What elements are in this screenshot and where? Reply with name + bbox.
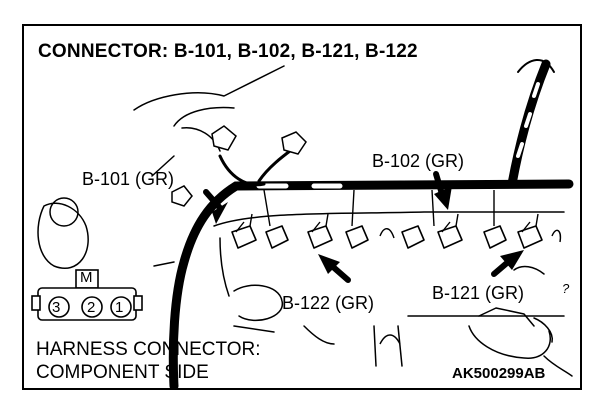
label-b121: B-121 (GR) — [432, 283, 525, 303]
label-b101: B-101 (GR) — [82, 169, 175, 189]
label-b102: B-102 (GR) — [372, 151, 465, 171]
label-b122: B-122 (GR) — [282, 293, 375, 313]
connector-key-label: M — [80, 269, 93, 286]
question-mark: ? — [562, 281, 570, 296]
harness-caption-line1: HARNESS CONNECTOR: — [36, 339, 261, 360]
diagram-title: CONNECTOR: B-101, B-102, B-121, B-122 — [38, 41, 418, 62]
pin-label: 2 — [87, 299, 96, 316]
engine-bay-illustration — [31, 59, 574, 388]
pin-label: 1 — [115, 299, 124, 316]
figure-id: AK500299AB — [452, 365, 546, 382]
harness-caption-line2: COMPONENT SIDE — [36, 362, 209, 383]
pin-label: 3 — [52, 299, 61, 316]
diagram-frame: CONNECTOR: B-101, B-102, B-121, B-122 B-… — [22, 24, 582, 390]
